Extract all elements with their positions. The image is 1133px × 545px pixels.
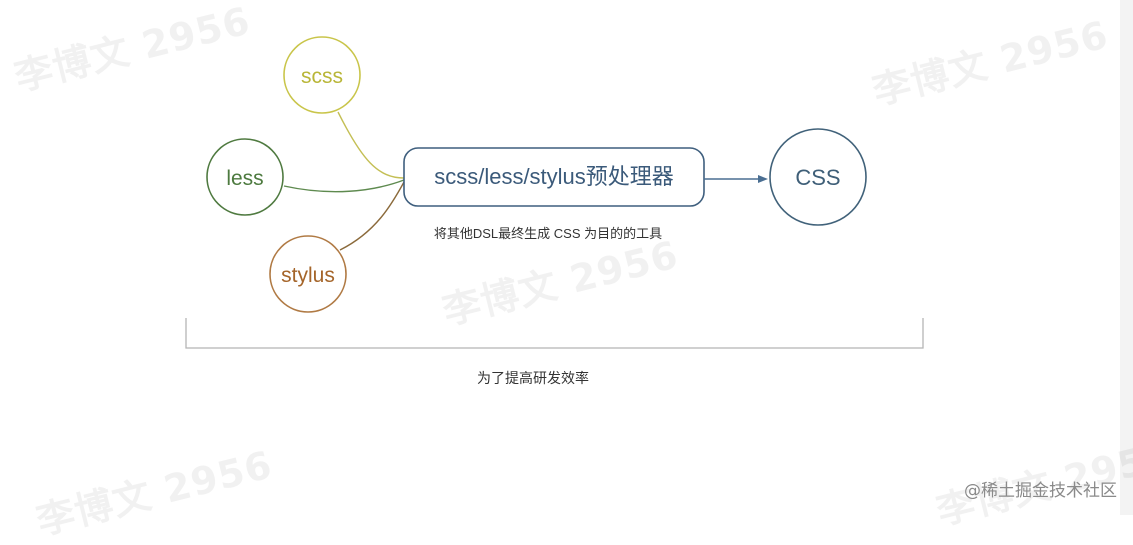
- diagram-canvas: [0, 0, 1120, 515]
- less-label: less: [226, 167, 263, 190]
- scss-node: scss: [283, 36, 361, 114]
- output-arrow: [704, 175, 768, 183]
- stylus-label: stylus: [281, 264, 335, 287]
- css-label: CSS: [795, 165, 840, 190]
- scope-bracket: [185, 318, 924, 349]
- flow-diagram: scss less stylus scss/less/stylus预处理器 CS…: [185, 36, 924, 386]
- site-watermark: @稀土掘金技术社区: [964, 481, 1117, 501]
- stylus-node: stylus: [269, 235, 347, 313]
- scss-connector: [337, 111, 405, 179]
- processor-node: scss/less/stylus预处理器: [403, 147, 705, 207]
- less-connector: [283, 179, 405, 193]
- page-edge: [1120, 0, 1133, 515]
- scss-label: scss: [301, 65, 343, 88]
- processor-caption: 将其他DSL最终生成 CSS 为目的的工具: [434, 226, 662, 241]
- processor-label: scss/less/stylus预处理器: [434, 164, 674, 189]
- purpose-label: 为了提高研发效率: [477, 370, 589, 386]
- stylus-connector: [339, 181, 405, 251]
- css-node: CSS: [769, 128, 867, 226]
- less-node: less: [206, 138, 284, 216]
